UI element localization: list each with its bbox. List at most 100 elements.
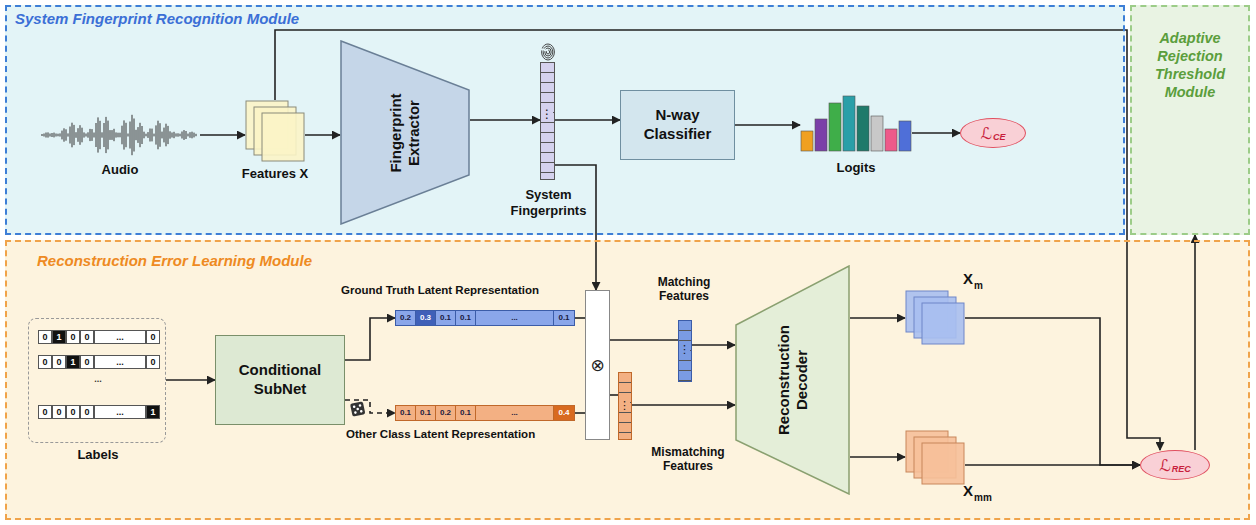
- onehot-cell: 0: [38, 330, 52, 344]
- node-text: 0.1: [416, 406, 436, 420]
- onehot-cell: 0: [80, 405, 94, 419]
- reconstruction-stack: Xmm: [905, 430, 965, 485]
- node-text: X: [963, 270, 973, 287]
- node-text: Ground Truth Latent Representation: [341, 284, 539, 296]
- connector-arrow: [1194, 235, 1196, 450]
- node-text: Reconstruction Decoder: [775, 310, 811, 450]
- logit-bars: [800, 92, 912, 152]
- connector-arrow: [555, 165, 596, 290]
- decoder-trapezoid: Reconstruction Decoder: [735, 265, 850, 495]
- node-text: Features X: [220, 166, 330, 181]
- node-text: ⋮: [619, 399, 630, 412]
- feature-planes: [905, 290, 965, 345]
- onehot-cell: 0: [52, 405, 66, 419]
- node-text: 0.2: [396, 311, 416, 325]
- node-text: Matching Features: [639, 275, 729, 304]
- connector-arrow: [735, 124, 800, 126]
- loss-ellipse: ℒREC: [1140, 450, 1210, 480]
- connector-arrow: [610, 339, 678, 341]
- connector-arrow: [575, 317, 585, 319]
- connector-arrow: [575, 412, 585, 414]
- onehot-cell: 0: [38, 355, 52, 369]
- product-box: ⊗: [585, 290, 610, 440]
- onehot-cell: 0: [66, 405, 80, 419]
- audio-waveform: [40, 112, 200, 158]
- connector-arrow: [610, 394, 618, 396]
- node-text: Conditional SubNet: [220, 361, 340, 399]
- connector-arrow: [200, 134, 245, 136]
- onehot-cell: 0: [80, 330, 94, 344]
- node-text: Other Class Latent Representation: [346, 428, 535, 440]
- connector-arrow: [166, 379, 215, 381]
- node-text: CE: [993, 132, 1006, 142]
- node-text: ℒ: [980, 124, 992, 143]
- latent-vector: Other Class Latent Representation0.10.10…: [395, 405, 575, 421]
- feature-vector: System Fingerprints⋮: [540, 62, 555, 180]
- feature-planes: [245, 100, 305, 162]
- connector-arrow: [470, 119, 540, 121]
- onehot-cell: 0: [52, 355, 66, 369]
- node-text: System Fingerprints: [501, 187, 596, 218]
- audio-signal: Audio: [40, 112, 200, 158]
- loss-ellipse: ℒCE: [960, 118, 1026, 148]
- node-text: N-way Classifier: [625, 106, 730, 144]
- connector-arrow: [305, 134, 340, 136]
- onehot-cell: ...: [94, 355, 146, 369]
- onehot-cell: 0: [66, 330, 80, 344]
- connector-arrow: [912, 132, 960, 134]
- node-text: X: [963, 482, 973, 499]
- node-text: ℒ: [1159, 456, 1171, 475]
- feature-planes: [905, 430, 965, 485]
- node-text: ...: [476, 311, 554, 325]
- node-text: 0.3: [416, 311, 436, 325]
- node-text: 0.1: [456, 311, 476, 325]
- feature-stack: Features X: [245, 100, 305, 162]
- onehot-cell: ...: [88, 372, 108, 386]
- module-region: Adaptive Rejection Threshold Module: [1130, 5, 1250, 235]
- connector-arrow: [345, 318, 395, 360]
- onehot-cell: 0: [146, 355, 160, 369]
- onehot-cell: 0: [80, 355, 94, 369]
- latent-vector: Ground Truth Latent Representation0.20.3…: [395, 310, 575, 326]
- classifier-box: N-way Classifier: [620, 90, 735, 160]
- node-text: 0.4: [554, 406, 574, 420]
- connector-arrow: [632, 404, 735, 406]
- node-text: Logits: [800, 160, 912, 175]
- node-text: mm: [974, 492, 992, 503]
- node-text: Audio: [40, 162, 200, 177]
- onehot-cell: 1: [66, 355, 80, 369]
- node-text: Fingerprint Extractor: [387, 77, 423, 189]
- onehot-cell: 0: [146, 330, 160, 344]
- feature-vector: Matching Features⋮: [678, 320, 692, 382]
- reconstruction-stack: Xm: [905, 290, 965, 345]
- node-text: ⊗: [590, 355, 604, 375]
- connector-arrow: [555, 119, 620, 121]
- connector-arrow: [850, 317, 905, 319]
- node-text: ⋮: [679, 343, 690, 356]
- node-text: REC: [1172, 464, 1191, 474]
- node-text: Labels: [29, 447, 167, 462]
- connector-arrow: [692, 344, 735, 346]
- node-text: 0.1: [456, 406, 476, 420]
- extractor-trapezoid: Fingerprint Extractor: [340, 40, 470, 225]
- node-text: 0.1: [436, 311, 456, 325]
- connector-arrow: [965, 318, 1140, 465]
- onehot-cell: 1: [52, 330, 66, 344]
- connector-arrow: [850, 456, 905, 458]
- onehot-cell: ...: [94, 405, 146, 419]
- connector-arrow: [345, 400, 395, 413]
- node-text: 0.1: [554, 311, 574, 325]
- node-text: Mismatching Features: [647, 445, 729, 474]
- node-text: System Fingerprint Recognition Module: [15, 10, 299, 27]
- node-text: Adaptive Rejection Threshold Module: [1136, 29, 1244, 102]
- onehot-cell: 1: [146, 405, 160, 419]
- node-text: m: [974, 280, 983, 291]
- node-text: ⋮: [541, 107, 553, 121]
- node-text: Reconstruction Error Learning Module: [37, 252, 312, 269]
- feature-vector: Mismatching Features⋮: [618, 372, 632, 440]
- module-region: System Fingerprint Recognition ModuleAud…: [5, 5, 1125, 235]
- module-region: Reconstruction Error Learning ModuleLabe…: [5, 240, 1250, 520]
- node-text: 0.2: [436, 406, 456, 420]
- connector-arrow: [965, 464, 1140, 466]
